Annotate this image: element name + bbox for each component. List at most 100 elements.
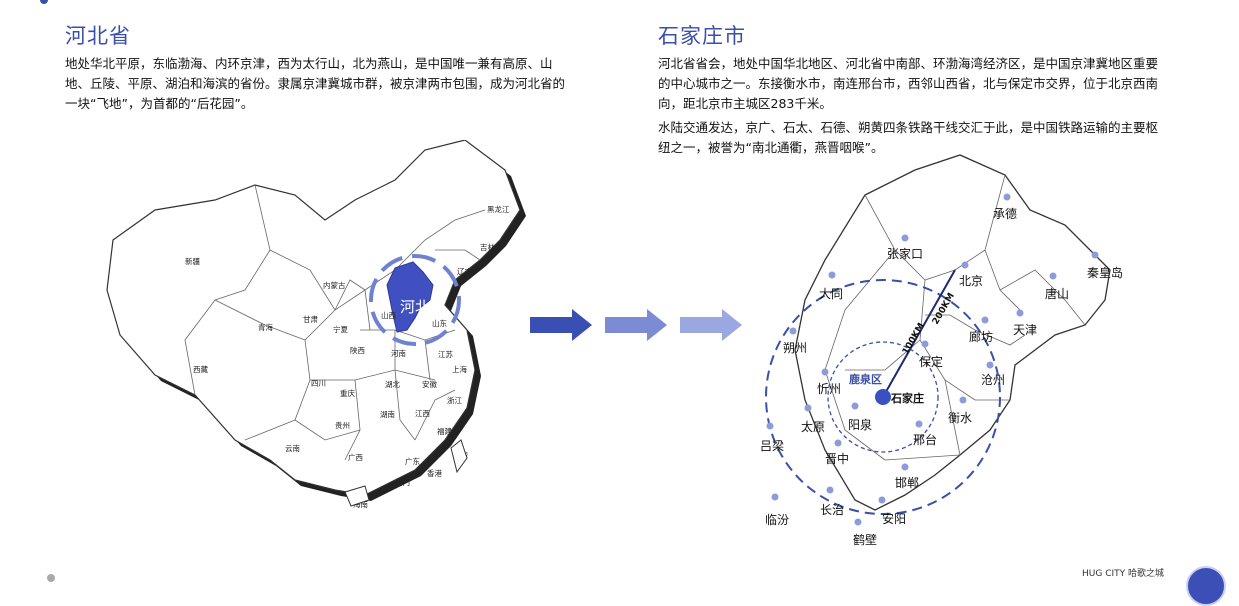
province-label: 湖南 <box>380 409 395 419</box>
city-label: 鹤壁 <box>853 532 877 547</box>
city-label: 安阳 <box>882 511 906 526</box>
province-label: 吉林 <box>480 242 495 252</box>
city-dot <box>1003 193 1011 201</box>
district-label: 鹿泉区 <box>849 372 882 386</box>
right-title: 石家庄市 <box>658 24 746 48</box>
province-label: 澳门 <box>395 477 410 487</box>
province-label: 香港 <box>427 468 442 478</box>
city-dot <box>826 486 834 494</box>
arrow-mid <box>605 309 667 341</box>
corner-dot <box>40 0 48 4</box>
hebei-label: 河北 <box>400 298 430 316</box>
city-label: 太原 <box>801 419 825 434</box>
province-label: 湖北 <box>385 380 400 389</box>
corner-dot <box>47 574 55 582</box>
ring-200km <box>765 279 1001 515</box>
city-dot <box>981 316 989 324</box>
city-label: 阳泉 <box>848 418 872 432</box>
city-label: 朔州 <box>783 340 807 355</box>
province-label: 四川 <box>311 379 326 388</box>
city-label: 大同 <box>819 287 843 301</box>
city-label: 晋中 <box>825 451 849 466</box>
taiwan-shape <box>450 439 468 474</box>
city-dot <box>1091 251 1099 259</box>
province-label: 甘肃 <box>303 314 318 324</box>
province-label: 宁夏 <box>333 324 348 334</box>
shijiazhuang-marker <box>875 389 891 405</box>
city-label: 忻州 <box>817 382 841 396</box>
province-label: 安徽 <box>422 379 437 389</box>
province-label: 江西 <box>415 409 430 418</box>
arrow-dark <box>530 309 592 341</box>
province-label: 江苏 <box>438 349 453 359</box>
city-label: 保定 <box>919 354 943 369</box>
province-label: 重庆 <box>340 388 355 398</box>
province-label: 陕西 <box>350 345 365 355</box>
city-dot <box>901 463 909 471</box>
province-label: 福建 <box>437 426 452 436</box>
ring-100km <box>827 341 939 453</box>
province-label: 山西 <box>381 310 396 320</box>
city-dot <box>986 361 994 369</box>
china-map: 河北 黑龙江 吉林 辽宁 内蒙古 新疆 青海 甘肃 宁夏 山西 山东 西藏 四川… <box>106 140 526 509</box>
city-dots <box>766 193 1099 526</box>
province-label: 黑龙江 <box>487 204 510 214</box>
province-label: 广西 <box>348 452 363 462</box>
province-label: 广东 <box>405 456 420 466</box>
city-label: 唐山 <box>1045 286 1069 301</box>
province-borders <box>184 184 486 461</box>
province-label: 贵州 <box>335 420 350 430</box>
city-dot <box>921 340 929 348</box>
left-paragraph: 地处华北平原，东临渤海、内环京津，西为太行山，北为燕山，是中国唯一兼有高原、山地… <box>65 56 566 111</box>
city-dot <box>771 493 779 501</box>
city-dot <box>828 271 836 279</box>
city-dot <box>1016 309 1024 317</box>
city-label: 北京 <box>959 274 983 288</box>
city-dot <box>821 368 829 376</box>
city-dot <box>961 261 969 269</box>
city-dot <box>901 234 909 242</box>
city-dot <box>766 422 774 430</box>
hebei-highlight <box>386 261 434 333</box>
city-dot <box>878 496 886 504</box>
province-label: 上海 <box>452 364 467 374</box>
province-label: 海南 <box>353 499 368 509</box>
center-city-label: 石家庄 <box>890 391 924 405</box>
province-label: 新疆 <box>185 256 200 266</box>
city-label: 沧州 <box>981 372 1005 387</box>
city-dot <box>834 439 842 447</box>
province-label: 河南 <box>391 348 406 358</box>
province-label: 辽宁 <box>457 266 472 276</box>
city-label: 秦皇岛 <box>1087 265 1123 280</box>
city-label: 承德 <box>993 206 1017 221</box>
city-dot <box>789 327 797 335</box>
province-label: 山东 <box>432 318 447 328</box>
hebei-dashed-ring <box>369 254 461 346</box>
province-label: 青海 <box>258 322 273 332</box>
city-dot <box>804 404 812 412</box>
city-dot <box>851 402 859 410</box>
right-paragraph-1: 河北省省会，地处中国华北地区、河北省中南部、环渤海湾经济区，是中国京津冀地区重要… <box>658 56 1159 111</box>
regional-map: 100KM 200KM 石家庄 鹿泉区 承德 张家口 北京 秦皇岛 唐山 <box>760 154 1123 547</box>
city-dot <box>915 420 923 428</box>
left-title: 河北省 <box>65 24 131 48</box>
province-label: 内蒙古 <box>323 280 346 290</box>
brand-logo <box>1186 566 1226 606</box>
city-label: 邯郸 <box>895 475 919 490</box>
radius-line <box>882 269 956 398</box>
city-labels: 承德 张家口 北京 秦皇岛 唐山 大同 天津 廊坊 朔州 保定 沧州 忻州 衡水… <box>760 206 1123 547</box>
hainan-shape <box>344 485 370 507</box>
city-label: 张家口 <box>887 246 923 261</box>
city-label: 廊坊 <box>969 329 993 344</box>
city-label: 衡水 <box>948 411 972 425</box>
province-label: 西藏 <box>193 364 208 374</box>
right-paragraph-2: 水陆交通发达，京广、石太、石德、朔黄四条铁路干线交汇于此，是中国铁路运输的主要枢… <box>658 120 1159 155</box>
city-label: 临汾 <box>765 513 789 527</box>
brand-text: HUG CITY 哈歌之城 <box>1082 569 1164 579</box>
city-dot <box>959 396 967 404</box>
province-labels: 黑龙江 吉林 辽宁 内蒙古 新疆 青海 甘肃 宁夏 山西 山东 西藏 四川 陕西… <box>185 204 510 509</box>
arrow-light <box>680 309 742 341</box>
city-dot <box>854 518 862 526</box>
city-label: 邢台 <box>913 432 937 447</box>
city-label: 吕梁 <box>760 438 784 453</box>
